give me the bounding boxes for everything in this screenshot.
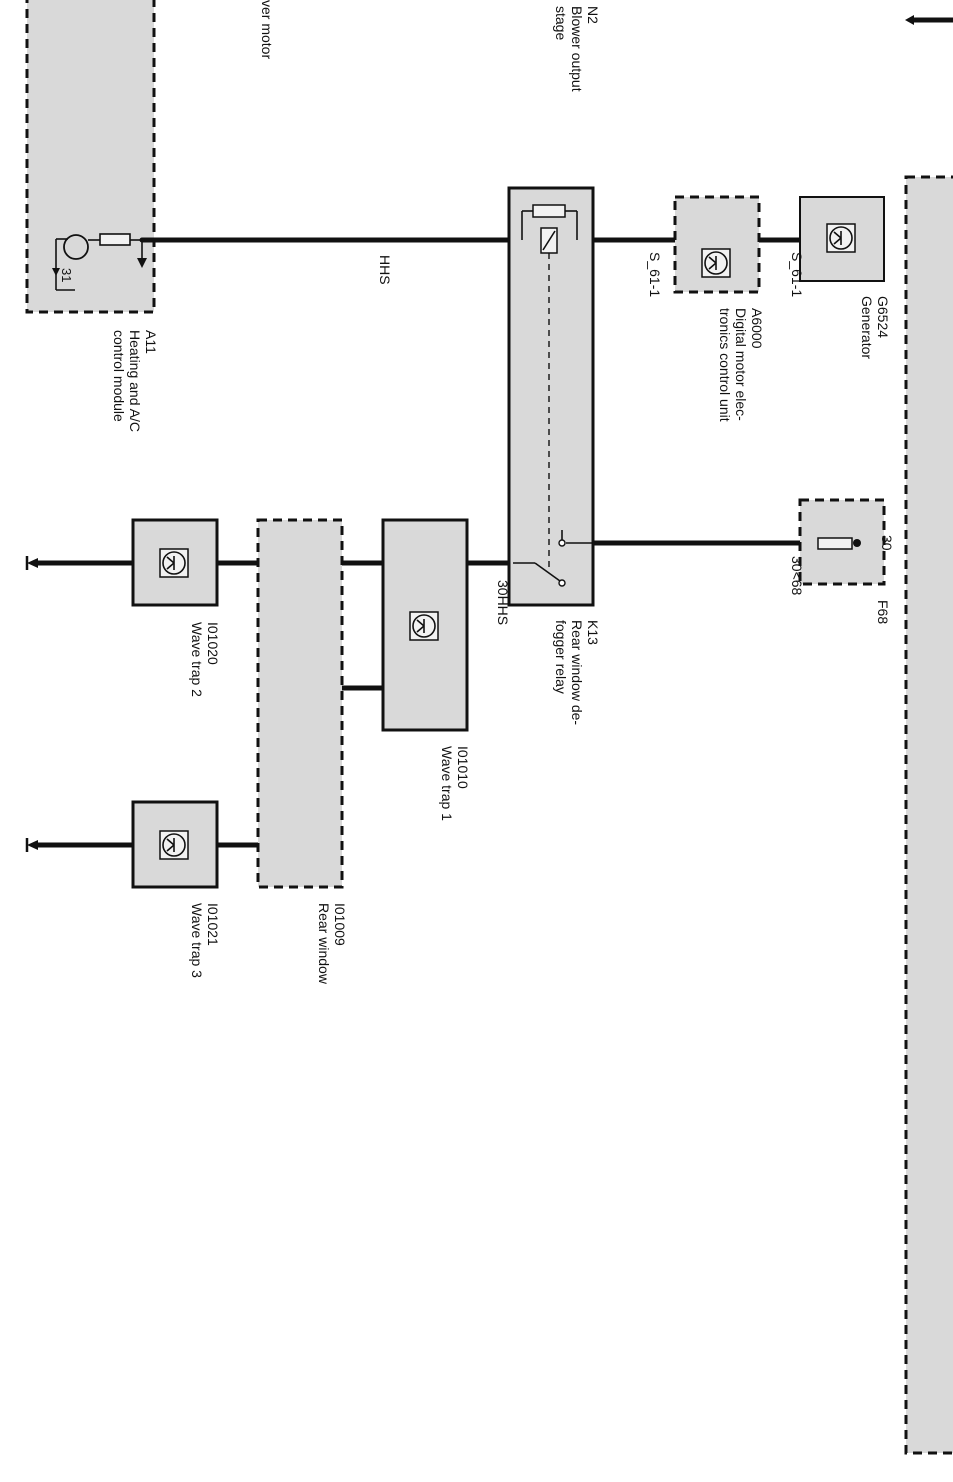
wave-trap-1-id: I01010 <box>455 746 471 789</box>
transistor-icon <box>52 234 100 291</box>
fuse-icon <box>817 537 861 550</box>
connector-arrow-icon <box>905 15 914 25</box>
fuse-id: F68 <box>875 600 891 624</box>
wave-trap-3-icon <box>159 830 189 860</box>
blower-motor-label: ver motor <box>259 0 275 59</box>
ground-arrow-icon <box>27 558 38 568</box>
s61-left-label: S_61-1 <box>647 252 663 297</box>
right-edge-component-box <box>904 175 953 1455</box>
wave-trap-2-icon <box>159 548 189 578</box>
blower-output-stage-line2: stage <box>553 6 569 40</box>
fuse-pin-label: 30 <box>879 535 895 551</box>
relay-coil-icon <box>521 204 578 254</box>
fuse-terminal-label: 30<68 <box>789 556 805 596</box>
generator-line1: Generator <box>859 296 875 359</box>
heating-ac-module-line1: Heating and A/C <box>127 330 143 432</box>
wave-trap-1-icon <box>409 611 439 641</box>
heating-ac-module-box <box>25 0 156 314</box>
relay-switch-icon <box>513 530 593 587</box>
dme-unit-id: A6000 <box>749 308 765 349</box>
wave-trap-2-id: I01020 <box>205 622 221 665</box>
hhs-wire-label: HHS <box>377 255 393 285</box>
wave-trap-1-line1: Wave trap 1 <box>439 746 455 821</box>
arrow-down-icon <box>137 258 147 268</box>
ground-arrow-icon <box>27 840 38 850</box>
junction-dot <box>139 237 145 243</box>
relay-line1: Rear window de- <box>569 620 585 725</box>
dme-unit-icon <box>701 248 731 278</box>
rear-defogger-relay-box <box>507 186 595 607</box>
resistor-icon <box>99 233 131 246</box>
dme-unit-line2: tronics control unit <box>717 308 733 422</box>
blower-output-stage-id: N2 <box>585 6 601 24</box>
hhs30-wire-label: 30HHS <box>495 580 511 625</box>
blower-output-stage-line1: Blower output <box>569 6 585 92</box>
wave-trap-2-line1: Wave trap 2 <box>189 622 205 697</box>
heating-ac-module-id: A11 <box>143 330 159 354</box>
generator-id: G6524 <box>875 296 891 338</box>
relay-line2: fogger relay <box>553 620 569 694</box>
relay-id: K13 <box>585 620 601 645</box>
rear-window-line1: Rear window <box>316 903 332 985</box>
wave-trap-3-id: I01021 <box>205 903 221 946</box>
heating-ac-module-line2: control module <box>111 330 127 422</box>
generator-icon <box>826 223 856 253</box>
s61-right-label: S_61-1 <box>789 252 805 297</box>
wave-trap-3-line1: Wave trap 3 <box>189 903 205 978</box>
dme-unit-line1: Digital motor elec- <box>733 308 749 421</box>
heating-ac-module-pin: 31 <box>59 268 74 282</box>
rear-window-box <box>256 518 344 889</box>
rear-window-id: I01009 <box>332 903 348 946</box>
